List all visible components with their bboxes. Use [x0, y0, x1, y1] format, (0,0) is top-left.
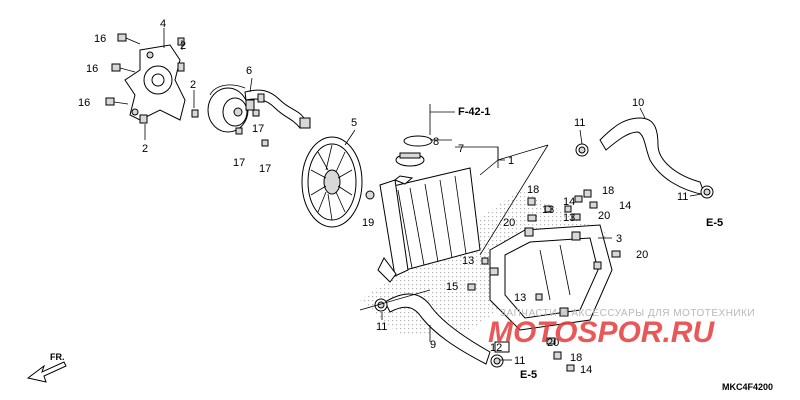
screw-17-b [235, 127, 243, 135]
label-20-a: 20 [503, 217, 515, 229]
collar-13-d [535, 293, 543, 301]
label-2-b: 2 [190, 79, 196, 91]
label-6: 6 [246, 65, 252, 77]
label-2-a: 2 [180, 40, 186, 52]
grommet-20-a [527, 214, 537, 222]
bolt-14-a [589, 201, 598, 209]
o-ring-8 [403, 135, 433, 147]
label-11-b: 11 [677, 191, 688, 203]
label-1: 1 [508, 155, 514, 167]
hose-clamp-11-a [575, 143, 589, 157]
bolt-15 [467, 283, 476, 291]
label-9: 9 [430, 339, 436, 351]
lower-hose [384, 293, 491, 365]
bolt-14-b [574, 195, 583, 203]
label-12: 12 [490, 342, 502, 354]
label-16-a: 16 [94, 33, 106, 45]
label-20-c: 20 [636, 249, 648, 261]
screw-17-c [261, 139, 269, 147]
radiator [377, 167, 481, 283]
label-11-c: 11 [376, 321, 387, 333]
watermark-brand: MOTOSPOR.RU [488, 316, 715, 349]
label-14-a: 14 [563, 196, 575, 208]
label-11-a: 11 [574, 117, 585, 129]
label-8: 8 [433, 136, 439, 148]
bolt-14-c [566, 364, 575, 372]
grommet-20-d [546, 337, 556, 345]
hose-clamp-11-d [490, 354, 504, 368]
label-2-c: 2 [142, 143, 148, 155]
label-13-d: 13 [514, 292, 526, 304]
ref-f42: F-42-1 [458, 106, 490, 118]
label-7: 7 [458, 143, 464, 155]
nut-19 [365, 190, 375, 200]
label-13-b: 13 [563, 212, 575, 224]
collar-2-a [177, 37, 185, 46]
collar-13-b [564, 205, 572, 213]
bolt-16-c [105, 97, 129, 106]
label-5: 5 [351, 117, 357, 129]
nut-18-b [583, 189, 592, 198]
radiator-cap [395, 152, 425, 167]
cooling-fan [301, 136, 363, 228]
front-label: FR. [50, 352, 65, 362]
fan-shroud [489, 224, 613, 331]
label-11-d: 11 [514, 355, 525, 367]
fan-bracket [124, 44, 186, 124]
label-18-c: 18 [570, 352, 582, 364]
label-3: 3 [616, 233, 622, 245]
nut-18-c [553, 351, 562, 360]
label-17-b: 17 [233, 157, 245, 169]
watermark-line: ЗАПЧАСТИ И АКСЕССУАРЫ ДЛЯ МОТОТЕХНИКИ [500, 308, 755, 319]
grommet-20-b [571, 213, 581, 221]
upper-hose [599, 117, 706, 196]
label-10: 10 [632, 97, 644, 109]
label-14-c: 14 [580, 364, 592, 376]
label-15: 15 [446, 281, 458, 293]
label-13-a: 13 [542, 204, 554, 216]
label-18-b: 18 [602, 185, 614, 197]
label-17-c: 17 [259, 163, 271, 175]
label-19: 19 [362, 217, 374, 229]
ref-e5-b: E-5 [520, 369, 537, 381]
collar-13-a [544, 205, 552, 213]
label-4: 4 [160, 18, 166, 30]
label-16-b: 16 [86, 63, 98, 75]
label-16-c: 16 [78, 97, 90, 109]
bolt-16-b [111, 63, 136, 73]
collar-2-b [191, 109, 199, 118]
nut-18-a [527, 197, 536, 206]
fan-motor [207, 84, 311, 133]
leader-lines [144, 28, 703, 361]
screw-17-a [252, 109, 260, 117]
label-20-b: 20 [598, 210, 610, 222]
label-18-a: 18 [527, 184, 539, 196]
label-17-a: 17 [252, 123, 264, 135]
label-13-c: 13 [462, 255, 474, 267]
collar-13-c [481, 257, 489, 265]
bolt-16-a [117, 33, 141, 45]
diagram-code: MKC4F4200 [722, 382, 773, 392]
hose-clamp-11-b [700, 185, 714, 199]
hose-clamp-11-c [374, 298, 388, 312]
ref-e5-a: E-5 [706, 217, 723, 229]
label-14-b: 14 [619, 200, 631, 212]
hose-joint-12 [494, 341, 510, 353]
label-20-d: 20 [547, 337, 559, 349]
front-arrow-icon [26, 361, 67, 383]
grommet-20-c [611, 250, 621, 258]
